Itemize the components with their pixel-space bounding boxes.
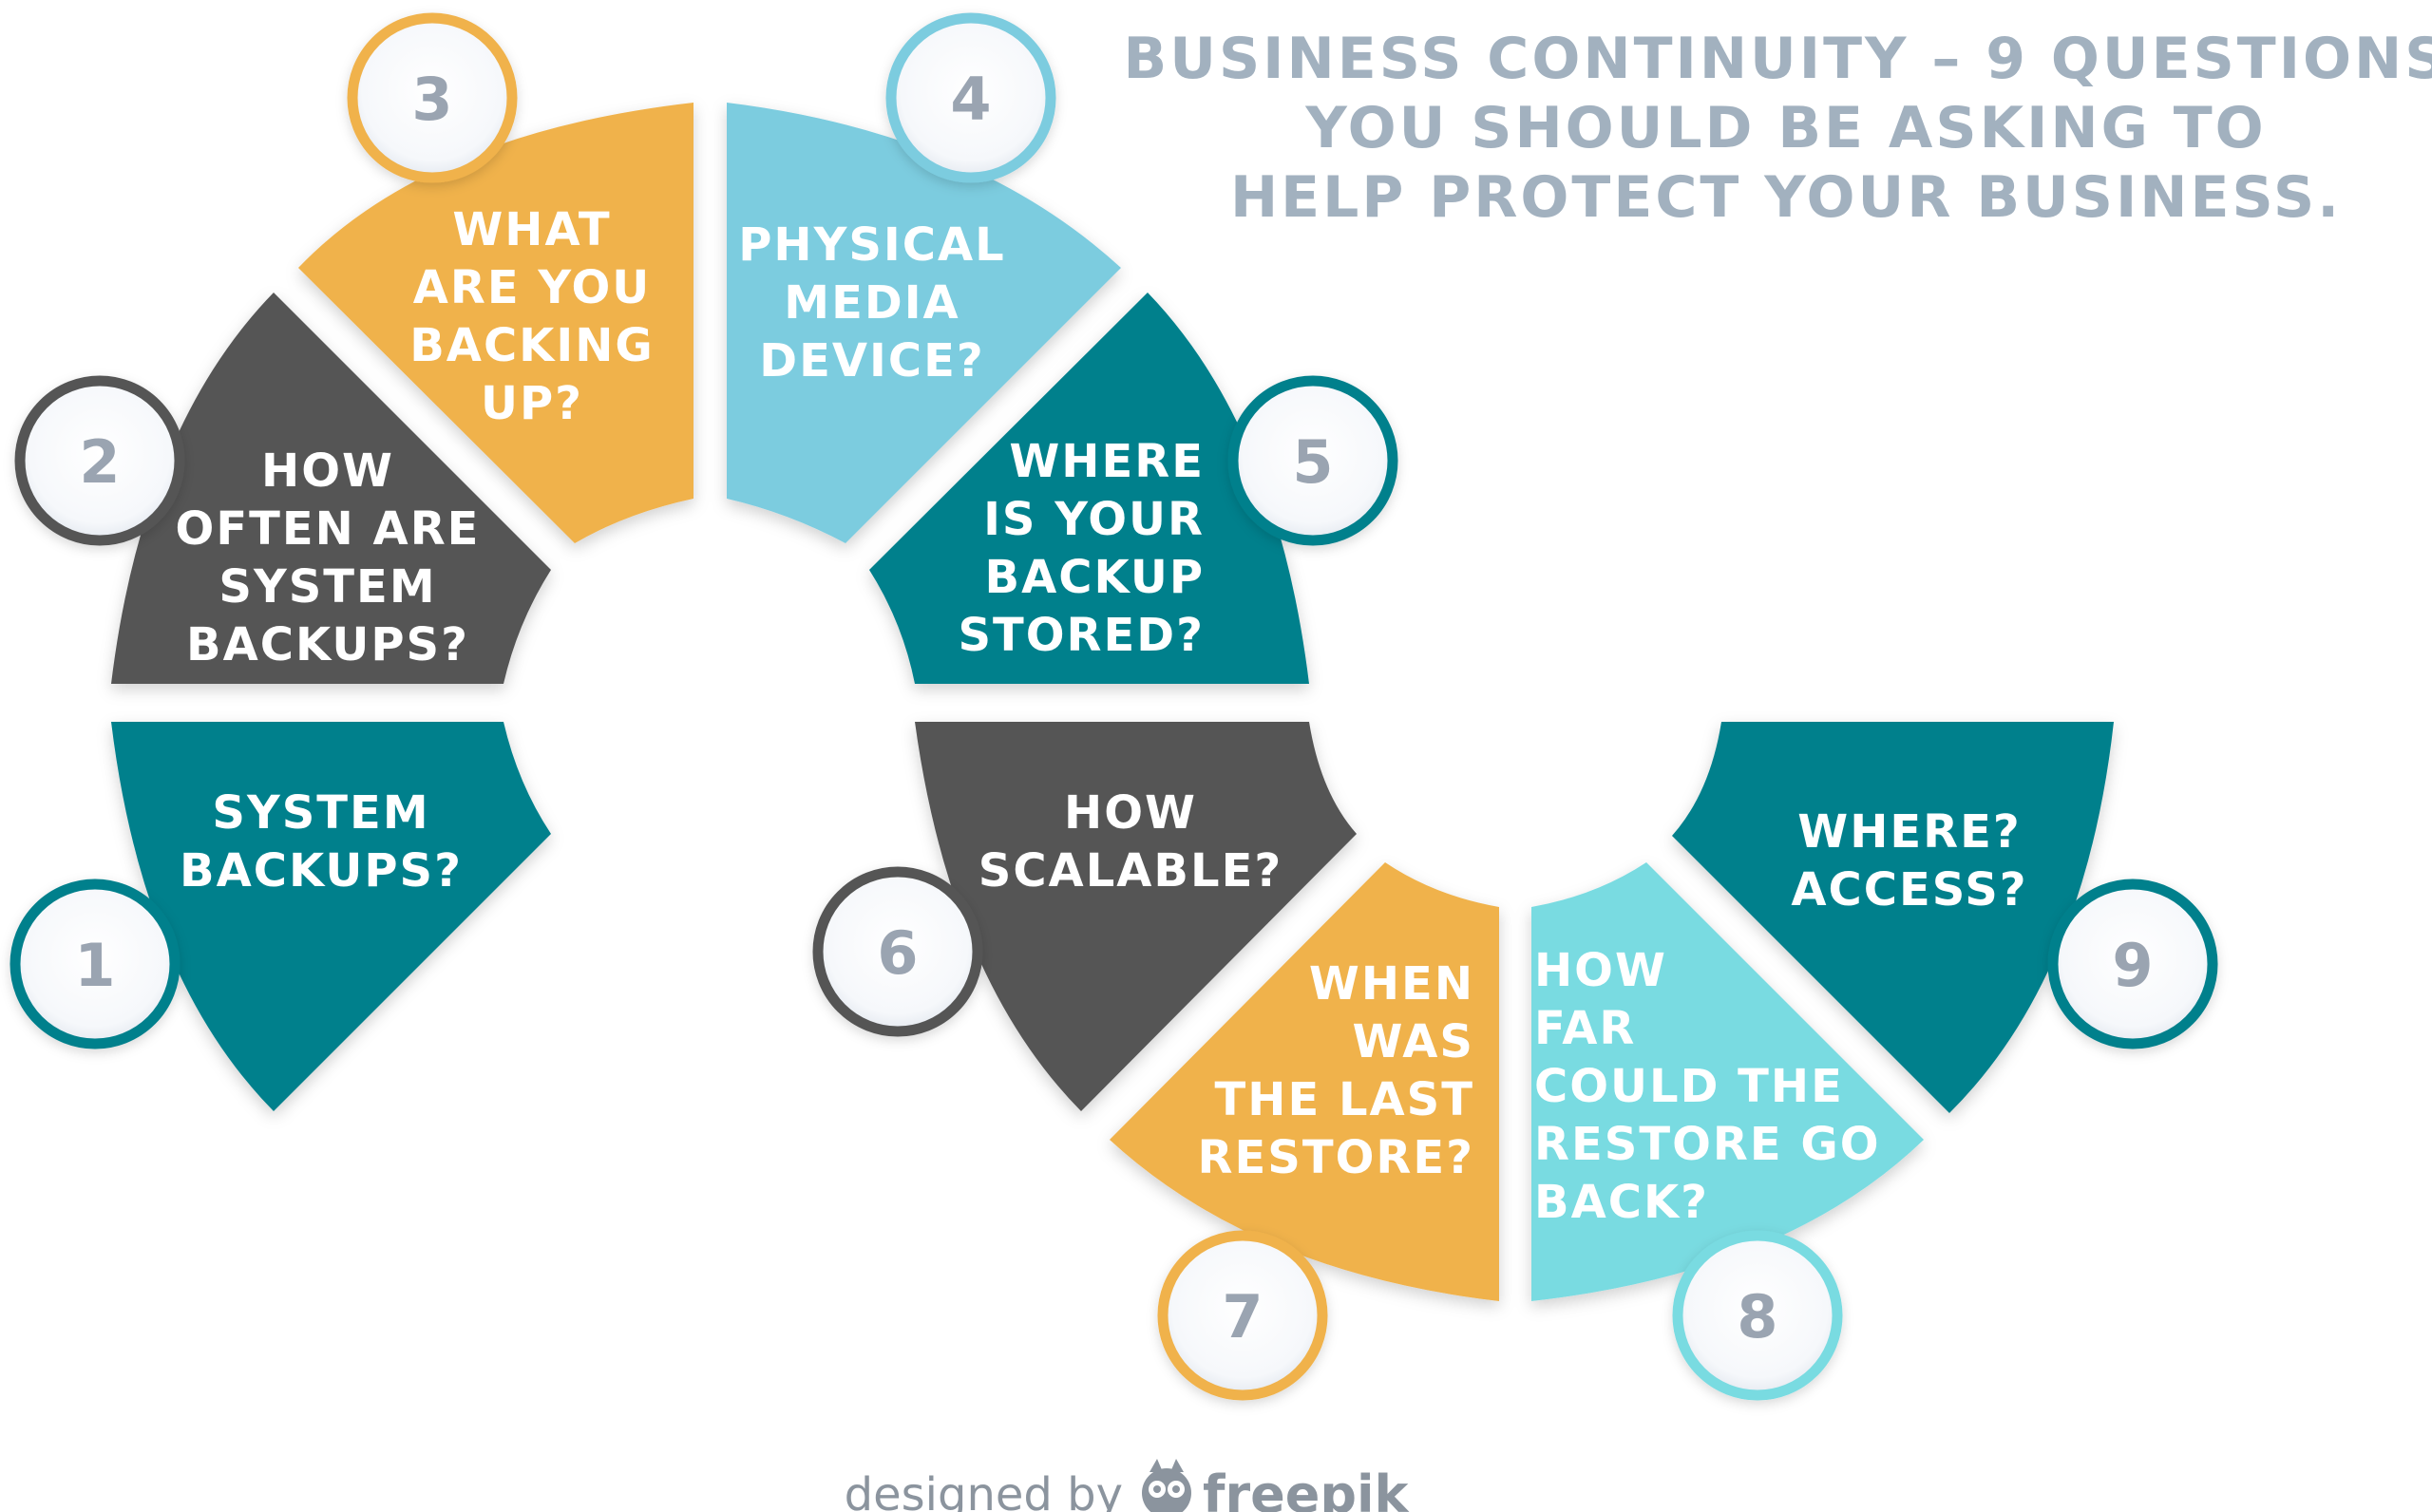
title-line-1: BUSINESS CONTINUITY – 9 QUESTIONS [1124, 26, 2432, 92]
segment-8-line-3: COULD THE [1534, 1060, 1844, 1113]
number-badge-1: 1 [10, 879, 180, 1049]
segment-5-line-3: BACKUP [985, 551, 1205, 604]
segment-8-line-1: HOW [1534, 944, 1667, 997]
segment-6-shape [915, 722, 1357, 1111]
credit-prefix: designed by [845, 1468, 1123, 1512]
segment-1-shape [111, 722, 551, 1111]
segment-2-line-3: SYSTEM [218, 560, 436, 614]
segment-7-line-2: WAS [1352, 1015, 1474, 1068]
number-badge-3: 3 [347, 12, 518, 183]
number-badge-8: 8 [1672, 1230, 1843, 1401]
number-3: 3 [411, 65, 452, 134]
credit: designed by freepik [845, 1459, 1410, 1512]
segment-3-line-1: WHAT [452, 203, 611, 256]
number-9: 9 [2112, 931, 2153, 1000]
segment-7-shape [1110, 862, 1499, 1301]
segment-3-shape [298, 103, 694, 543]
number-badge-6: 6 [812, 866, 983, 1037]
segment-9-label: WHERE?ACCESS? [1791, 805, 2027, 917]
number-badge-5: 5 [1227, 375, 1398, 546]
segment-5-line-4: STORED? [958, 609, 1205, 662]
segment-2-line-2: OFTEN ARE [176, 502, 481, 556]
number-badge-7: 7 [1157, 1230, 1328, 1401]
diagram-title: BUSINESS CONTINUITY – 9 QUESTIONS YOU SH… [1124, 26, 2432, 231]
title-line-2: YOU SHOULD BE ASKING TO [1304, 95, 2266, 161]
segment-3-line-3: BACKING [409, 319, 655, 372]
segment-4-line-1: PHYSICAL [738, 218, 1006, 272]
number-7: 7 [1222, 1282, 1263, 1351]
segment-6-line-2: SCALABLE? [978, 844, 1282, 898]
segment-5-line-2: IS YOUR [983, 493, 1205, 546]
segment-1-line-2: BACKUPS? [180, 844, 463, 898]
segment-2-line-1: HOW [261, 444, 394, 498]
title-line-3: HELP PROTECT YOUR BUSINESS. [1230, 164, 2342, 231]
segment-2-line-4: BACKUPS? [186, 618, 469, 671]
number-6: 6 [877, 918, 918, 988]
number-8: 8 [1737, 1282, 1777, 1351]
number-1: 1 [74, 931, 115, 1000]
segment-6-line-1: HOW [1064, 786, 1197, 840]
credit-brand: freepik [1203, 1465, 1410, 1512]
segment-3-line-2: ARE YOU [413, 261, 651, 314]
segment-4-line-3: DEVICE? [759, 334, 985, 387]
number-4: 4 [950, 65, 991, 134]
segment-9-line-2: ACCESS? [1791, 863, 2027, 917]
segment-9-line-1: WHERE? [1797, 805, 2022, 859]
segment-7-line-4: RESTORE? [1198, 1131, 1474, 1184]
number-circles: 1 2 3 4 5 6 7 8 [10, 12, 2218, 1401]
number-2: 2 [79, 427, 120, 497]
segment-9-shape [1672, 722, 2114, 1113]
segment-5-shape [869, 293, 1309, 684]
segment-1-line-1: SYSTEM [212, 786, 429, 840]
number-5: 5 [1292, 427, 1333, 497]
segment-4-line-2: MEDIA [784, 276, 960, 330]
segment-8-shape [1531, 862, 1924, 1301]
number-badge-9: 9 [2047, 879, 2218, 1049]
segment-5-line-1: WHERE [1009, 435, 1205, 488]
segment-4-shape [727, 103, 1121, 543]
number-badge-4: 4 [885, 12, 1056, 183]
freepik-owl-icon [1142, 1459, 1191, 1512]
segment-7-line-3: THE LAST [1215, 1073, 1474, 1126]
number-badge-2: 2 [14, 375, 185, 546]
segment-8-line-4: RESTORE GO [1534, 1118, 1881, 1171]
segment-shapes [111, 103, 2114, 1301]
segment-3-line-4: UP? [481, 377, 583, 430]
segment-7-line-1: WHEN [1309, 957, 1474, 1011]
segment-2-shape [111, 293, 551, 684]
segment-8-line-2: FAR [1534, 1002, 1636, 1055]
segment-8-line-5: BACK? [1534, 1176, 1709, 1229]
